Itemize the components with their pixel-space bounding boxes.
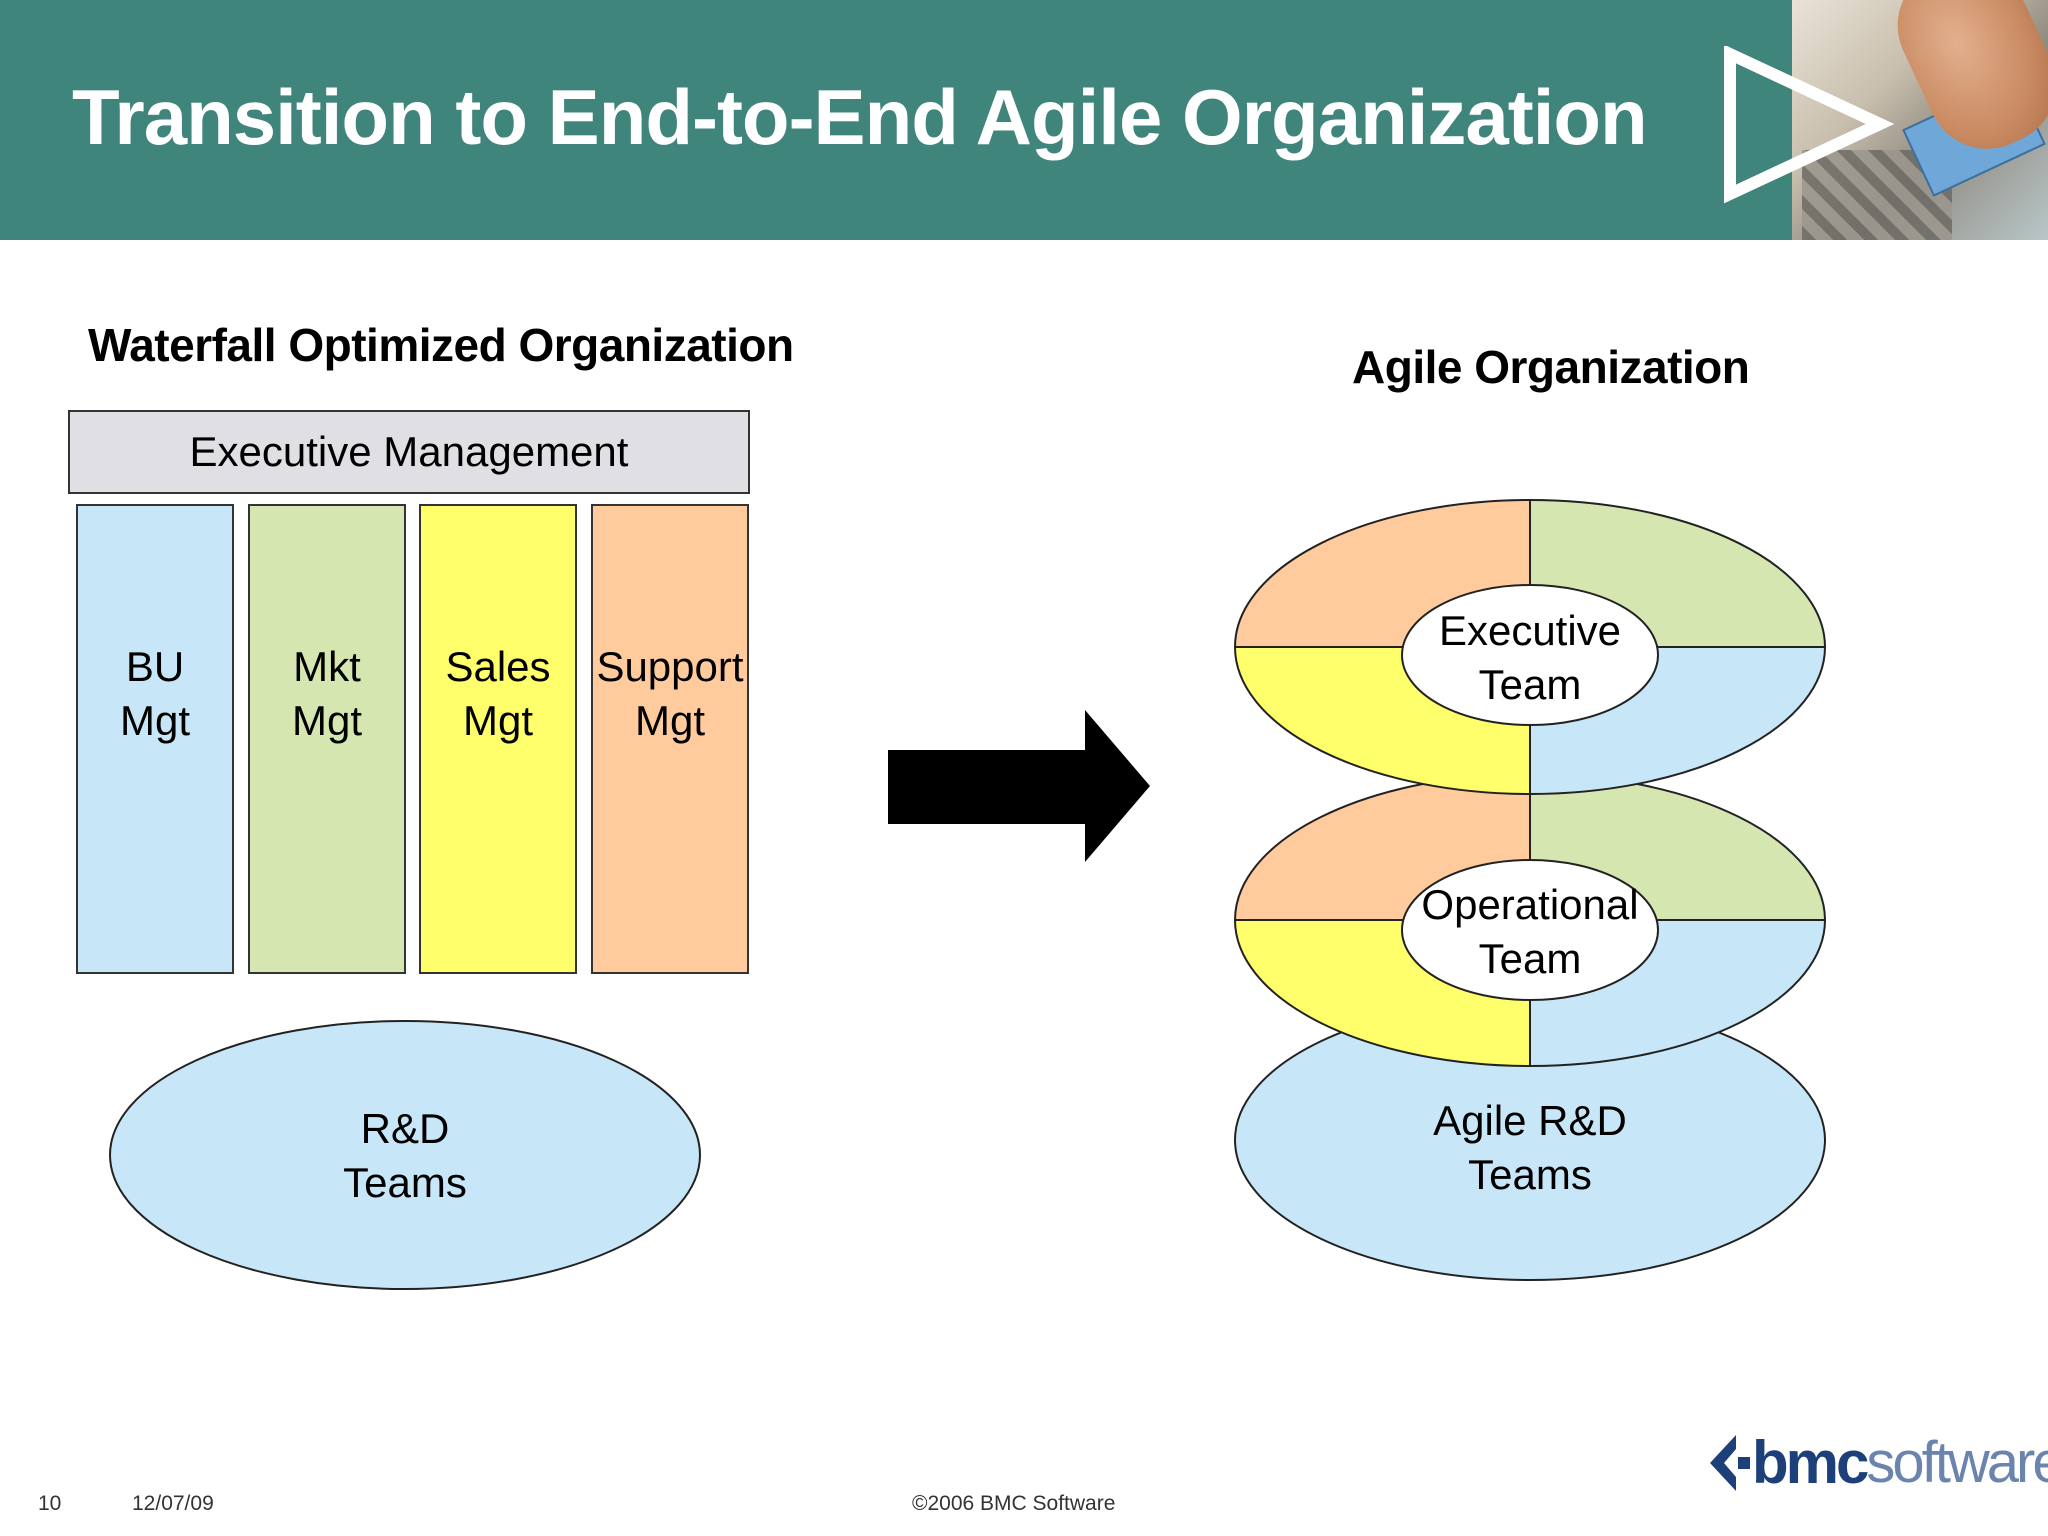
bu-mgt-label: BU Mgt [119, 643, 190, 744]
slide-title: Transition to End-to-End Agile Organizat… [72, 73, 1648, 161]
logo-bmc-text: bmc [1752, 1429, 1869, 1496]
operational-team-disc [1234, 773, 1826, 1067]
executive-management-box: Executive Management [68, 410, 750, 494]
waterfall-title: Waterfall Optimized Organization [88, 319, 794, 371]
footer-date: 12/07/09 [132, 1492, 214, 1515]
executive-team-disc [1234, 499, 1826, 795]
agile-rd-teams-label: Agile R&D Teams [1433, 1097, 1627, 1198]
executive-team-label: Executive Team [1438, 607, 1622, 708]
bmc-chevron-icon [1710, 1434, 1750, 1491]
play-icon [1724, 46, 1895, 204]
sales-mgt-column: Sales Mgt [419, 504, 577, 974]
transition-arrow-icon [888, 710, 1150, 862]
agile-title: Agile Organization [1352, 341, 1750, 393]
page-number: 10 [38, 1492, 62, 1515]
support-mgt-column: Support Mgt [591, 504, 749, 974]
mkt-mgt-column: Mkt Mgt [248, 504, 406, 974]
support-mgt-label: Support Mgt [596, 643, 744, 744]
operational-team-label: Operational Team [1421, 881, 1639, 982]
rd-teams-ellipse [109, 1020, 701, 1290]
rd-teams-label: R&D Teams [343, 1105, 467, 1206]
footer-copyright: ©2006 BMC Software [912, 1492, 1116, 1515]
logo-software-text: software [1866, 1430, 2048, 1495]
header-bar: Transition to End-to-End Agile Organizat… [0, 0, 1792, 240]
mkt-mgt-label: Mkt Mgt [291, 643, 362, 744]
sales-mgt-label: Sales Mgt [445, 643, 551, 744]
header-photo [1792, 0, 2048, 240]
bu-mgt-column: BU Mgt [76, 504, 234, 974]
